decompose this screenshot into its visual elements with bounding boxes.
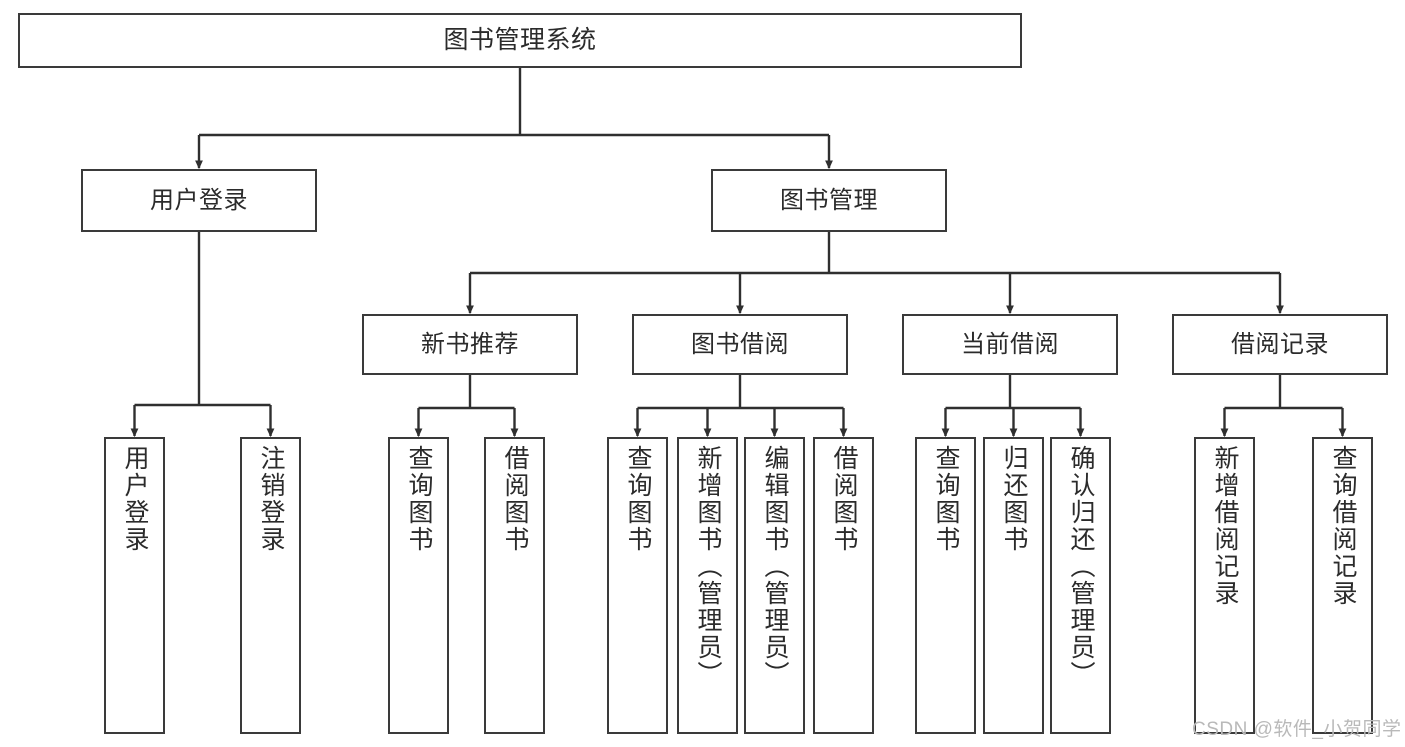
- node-label-leaf-edit-book: 编辑图书（管理员）: [761, 445, 789, 688]
- node-leaf-add-book[interactable]: 新增图书（管理员）: [677, 437, 738, 734]
- node-user-login[interactable]: 用户登录: [81, 169, 317, 232]
- node-label-leaf-return-book: 归还图书: [1000, 445, 1028, 553]
- node-label-book-manage: 图书管理: [780, 186, 878, 214]
- node-label-leaf-borrow-book-2: 借阅图书: [830, 445, 858, 553]
- node-label-leaf-query-book-1: 查询图书: [405, 445, 433, 553]
- node-current-borrow[interactable]: 当前借阅: [902, 314, 1118, 375]
- node-label-leaf-borrow-book-1: 借阅图书: [501, 445, 529, 553]
- edge-paths: [130, 68, 1347, 438]
- node-leaf-query-book-1[interactable]: 查询图书: [388, 437, 449, 734]
- node-label-borrow-record: 借阅记录: [1231, 330, 1329, 358]
- node-label-user-login: 用户登录: [150, 186, 248, 214]
- node-leaf-return-book[interactable]: 归还图书: [983, 437, 1044, 734]
- node-leaf-user-logout[interactable]: 注销登录: [240, 437, 301, 734]
- node-label-leaf-query-record: 查询借阅记录: [1329, 445, 1357, 607]
- node-leaf-query-book-2[interactable]: 查询图书: [607, 437, 668, 734]
- node-label-leaf-confirm-return: 确认归还（管理员）: [1067, 445, 1095, 688]
- node-new-book-rec[interactable]: 新书推荐: [362, 314, 578, 375]
- node-leaf-user-login[interactable]: 用户登录: [104, 437, 165, 734]
- node-label-leaf-add-record: 新增借阅记录: [1211, 445, 1239, 607]
- node-leaf-query-record[interactable]: 查询借阅记录: [1312, 437, 1373, 734]
- node-label-book-borrow: 图书借阅: [691, 330, 789, 358]
- node-root[interactable]: 图书管理系统: [18, 13, 1022, 68]
- node-leaf-confirm-return[interactable]: 确认归还（管理员）: [1050, 437, 1111, 734]
- node-leaf-query-book-3[interactable]: 查询图书: [915, 437, 976, 734]
- node-leaf-edit-book[interactable]: 编辑图书（管理员）: [744, 437, 805, 734]
- node-book-borrow[interactable]: 图书借阅: [632, 314, 848, 375]
- node-leaf-borrow-book-1[interactable]: 借阅图书: [484, 437, 545, 734]
- node-book-manage[interactable]: 图书管理: [711, 169, 947, 232]
- node-label-leaf-user-login: 用户登录: [121, 445, 149, 553]
- node-label-leaf-add-book: 新增图书（管理员）: [694, 445, 722, 688]
- node-label-leaf-user-logout: 注销登录: [257, 445, 285, 553]
- node-leaf-add-record[interactable]: 新增借阅记录: [1194, 437, 1255, 734]
- node-label-current-borrow: 当前借阅: [961, 330, 1059, 358]
- node-label-new-book-rec: 新书推荐: [421, 330, 519, 358]
- node-borrow-record[interactable]: 借阅记录: [1172, 314, 1388, 375]
- node-label-leaf-query-book-3: 查询图书: [932, 445, 960, 553]
- csdn-watermark: CSDN @软件_小贺同学: [1192, 719, 1402, 740]
- node-label-root: 图书管理系统: [443, 26, 597, 55]
- node-leaf-borrow-book-2[interactable]: 借阅图书: [813, 437, 874, 734]
- node-label-leaf-query-book-2: 查询图书: [624, 445, 652, 553]
